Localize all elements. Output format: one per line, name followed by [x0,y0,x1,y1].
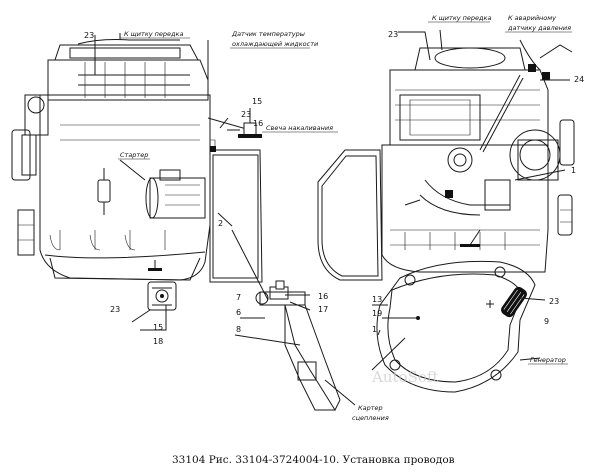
callout-16-bracket: 16 [318,292,328,301]
leader-starter [119,159,146,181]
label-glow-plug: Свеча накаливания [266,124,333,132]
label-clutch-1: Картер [358,404,383,412]
callout-23-flange: 23 [549,297,559,306]
callout-15-clamp: 15 [153,323,163,332]
glow-plug-assembly [219,108,262,138]
leader-plug [207,117,251,131]
callout-2: 2 [218,219,223,228]
callout-15-plug: 15 [252,97,262,106]
callout-23-clamp: 23 [110,305,120,314]
generator-flange-detail [371,260,546,393]
callout-13: 13 [372,295,382,304]
leader-2 [217,212,233,227]
figure-caption: 33104 Рис. 33104-3724004-10. Установка п… [172,454,455,466]
label-to-front-panel-left: К щитку передка [124,30,183,38]
callout-6: 6 [236,308,241,317]
right-engine-view [381,29,575,273]
label-coolant-sensor-2: охлаждающей жидкости [232,40,318,48]
callout-1-flange: 1 [372,325,377,334]
callout-24: 24 [574,75,584,84]
clutch-housing-center [317,149,383,281]
callout-9: 9 [544,317,549,326]
label-clutch-2: сцепления [352,414,389,422]
watermark: AutoSoft [371,368,438,386]
label-to-front-panel-right: К щитку передка [432,14,491,22]
callout-23-right: 23 [388,30,398,39]
label-emergency-sensor-2: датчику давления [507,24,571,32]
callout-8: 8 [236,325,241,334]
callout-19: 19 [372,309,382,318]
callout-16-plug: 16 [253,119,263,128]
callout-23-left: 23 [84,31,94,40]
label-coolant-sensor-1: Датчик температуры [231,30,305,38]
label-emergency-sensor-1: К аварийному [508,14,556,22]
bracket-detail [231,229,356,411]
callout-1-engine: 1 [571,166,576,175]
label-starter: Стартер [120,151,148,159]
callout-23-plug: 23 [241,110,251,119]
label-generator: Генератор [530,356,566,364]
left-engine-view [11,33,263,283]
callout-18: 18 [153,337,163,346]
callout-17: 17 [318,305,328,314]
callout-7: 7 [236,293,241,302]
clamp-detail-left [131,281,177,331]
